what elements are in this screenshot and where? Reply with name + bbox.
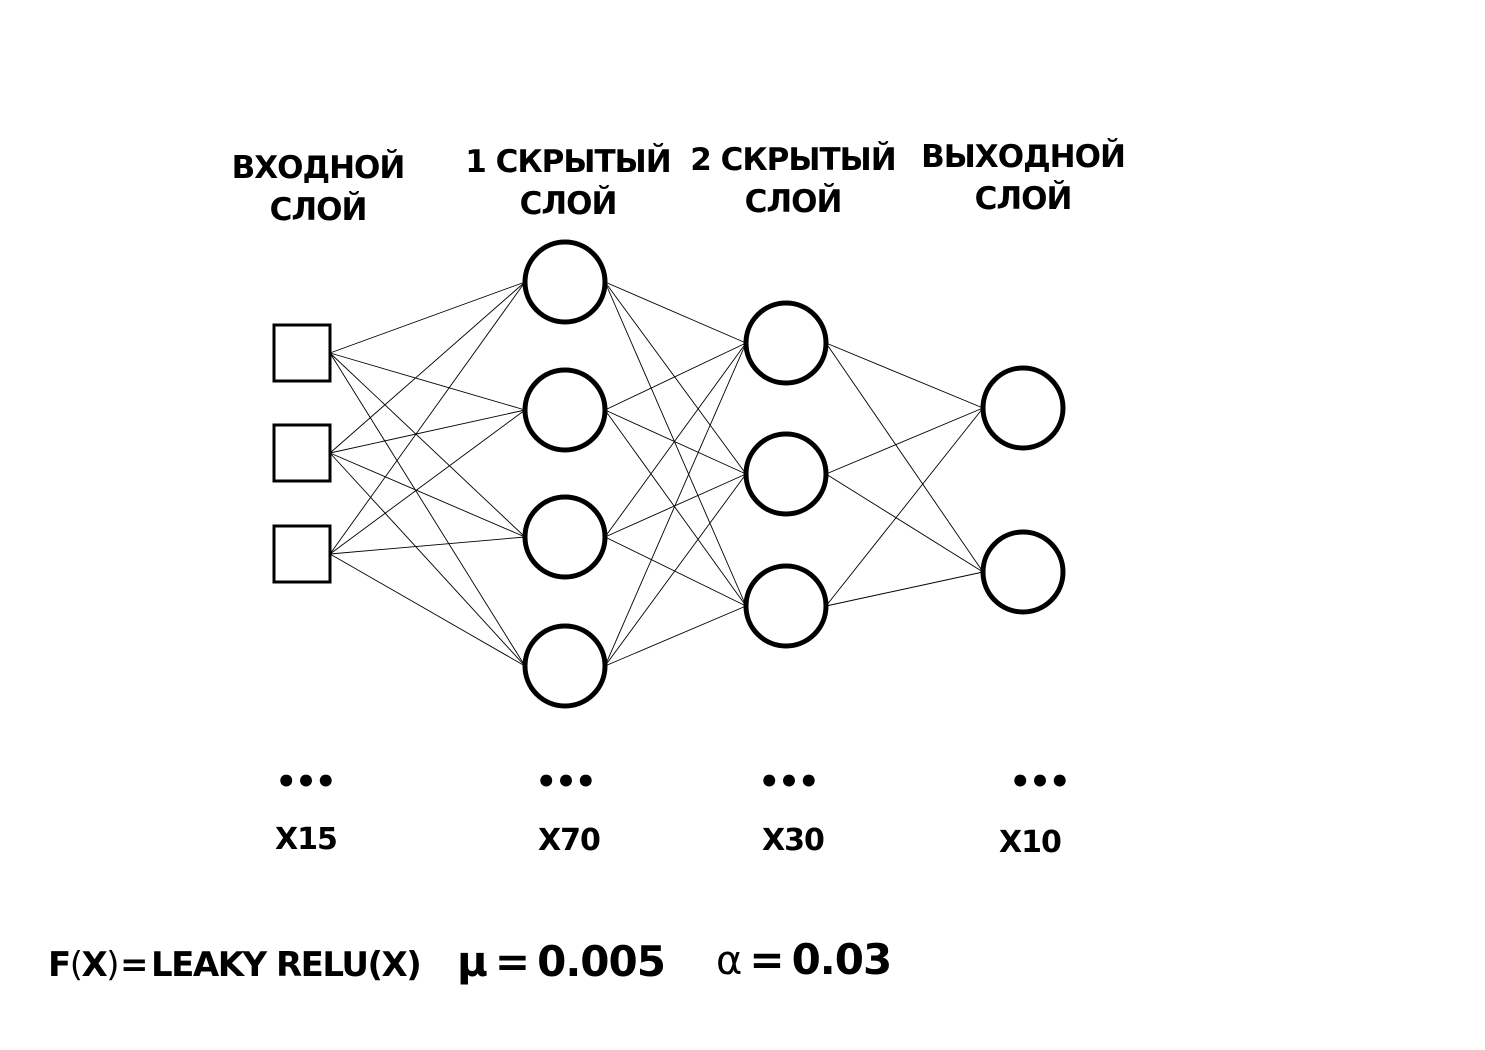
node-output-2 bbox=[980, 529, 1066, 615]
mu-eq: = bbox=[495, 937, 529, 986]
alpha-value: 0.03 bbox=[792, 935, 892, 984]
node-hidden1-1 bbox=[522, 239, 608, 325]
ellipsis-input: ••• bbox=[275, 762, 334, 802]
node-hidden2-3 bbox=[743, 563, 829, 649]
node-input-3 bbox=[272, 524, 332, 584]
connection-input-1-hidden1-3 bbox=[329, 452, 526, 667]
activation-eq: = bbox=[120, 945, 147, 985]
connection-hidden1-1-hidden2-0 bbox=[604, 342, 747, 411]
ellipsis-hidden2: ••• bbox=[758, 762, 817, 802]
count-input: X15 bbox=[275, 822, 337, 857]
connection-hidden2-0-output-0 bbox=[825, 342, 984, 409]
connection-hidden1-2-hidden2-2 bbox=[604, 536, 747, 607]
node-output-1 bbox=[980, 365, 1066, 451]
node-hidden2-1 bbox=[743, 300, 829, 386]
connection-input-0-hidden1-3 bbox=[329, 352, 526, 667]
nodes bbox=[272, 239, 1066, 709]
connection-input-0-hidden1-0 bbox=[329, 281, 526, 354]
layer-title-hidden2-line1: 2 СКРЫТЫЙ bbox=[690, 142, 896, 178]
connection-hidden1-1-hidden2-1 bbox=[604, 409, 747, 475]
activation-name: LEAKY RELU(X) bbox=[151, 945, 420, 985]
alpha-symbol: α bbox=[716, 938, 741, 984]
connection-input-1-hidden1-1 bbox=[329, 409, 526, 454]
layer-title-output-line1: ВЫХОДНОЙ bbox=[921, 139, 1125, 175]
activation-formula: F(X)=LEAKY RELU(X) bbox=[48, 945, 420, 985]
connection-input-0-hidden1-2 bbox=[329, 352, 526, 538]
connection-input-0-hidden1-1 bbox=[329, 352, 526, 411]
connection-input-2-hidden1-1 bbox=[329, 409, 526, 555]
connection-hidden1-1-hidden2-2 bbox=[604, 409, 747, 607]
mu-value: 0.005 bbox=[537, 937, 665, 986]
connection-hidden1-3-hidden2-2 bbox=[604, 605, 747, 667]
activation-var: X bbox=[82, 945, 108, 985]
node-input-1 bbox=[272, 323, 332, 383]
connection-hidden1-0-hidden2-0 bbox=[604, 281, 747, 344]
ellipsis-hidden1: ••• bbox=[535, 762, 594, 802]
layer-title-hidden2: 2 СКРЫТЫЙ СЛОЙ bbox=[690, 142, 897, 220]
connection-hidden1-0-hidden2-1 bbox=[604, 281, 747, 475]
layer-title-input-line1: ВХОДНОЙ bbox=[232, 150, 405, 186]
connection-hidden2-2-output-0 bbox=[825, 407, 984, 607]
connection-input-2-hidden1-3 bbox=[329, 553, 526, 667]
layer-title-hidden1: 1 СКРЫТЫЙ СЛОЙ bbox=[465, 144, 672, 222]
activation-open: ( bbox=[70, 945, 82, 985]
connection-hidden2-0-output-1 bbox=[825, 342, 984, 573]
mu-symbol: μ bbox=[457, 937, 487, 986]
connection-input-2-hidden1-0 bbox=[329, 281, 526, 555]
connection-hidden2-1-output-0 bbox=[825, 407, 984, 475]
layer-title-hidden1-line2: СЛОЙ bbox=[520, 186, 617, 222]
connection-input-1-hidden1-0 bbox=[329, 281, 526, 454]
count-hidden1: X70 bbox=[538, 823, 600, 858]
count-output: X10 bbox=[999, 825, 1061, 860]
node-hidden1-4 bbox=[522, 623, 608, 709]
activation-prefix: F bbox=[48, 945, 70, 985]
layer-title-input: ВХОДНОЙ СЛОЙ bbox=[232, 150, 406, 228]
layer-title-output: ВЫХОДНОЙ СЛОЙ bbox=[921, 139, 1126, 217]
mu-formula: μ=0.005 bbox=[457, 937, 665, 986]
connection-hidden1-0-hidden2-2 bbox=[604, 281, 747, 607]
ellipsis-output: ••• bbox=[1009, 762, 1068, 802]
layer-title-hidden1-line1: 1 СКРЫТЫЙ bbox=[465, 144, 671, 180]
connection-input-1-hidden1-2 bbox=[329, 452, 526, 538]
node-hidden2-2 bbox=[743, 431, 829, 517]
layer-title-input-line2: СЛОЙ bbox=[270, 192, 367, 228]
connection-hidden1-3-hidden2-0 bbox=[604, 342, 747, 667]
node-hidden1-2 bbox=[522, 367, 608, 453]
connection-input-2-hidden1-2 bbox=[329, 536, 526, 555]
alpha-formula: α=0.03 bbox=[716, 935, 891, 984]
connection-hidden2-1-output-1 bbox=[825, 473, 984, 573]
connection-hidden1-2-hidden2-0 bbox=[604, 342, 747, 538]
connections bbox=[329, 281, 984, 667]
formula: F(X)=LEAKY RELU(X) μ=0.005 α=0.03 bbox=[48, 935, 892, 986]
layer-title-hidden2-line2: СЛОЙ bbox=[745, 184, 842, 220]
activation-close: ) bbox=[106, 945, 118, 985]
alpha-eq: = bbox=[749, 935, 783, 984]
connection-hidden1-3-hidden2-1 bbox=[604, 473, 747, 667]
layer-title-output-line2: СЛОЙ bbox=[975, 181, 1072, 217]
node-input-2 bbox=[272, 423, 332, 483]
node-hidden1-3 bbox=[522, 494, 608, 580]
connection-hidden2-2-output-1 bbox=[825, 571, 984, 607]
count-hidden2: X30 bbox=[762, 823, 824, 858]
